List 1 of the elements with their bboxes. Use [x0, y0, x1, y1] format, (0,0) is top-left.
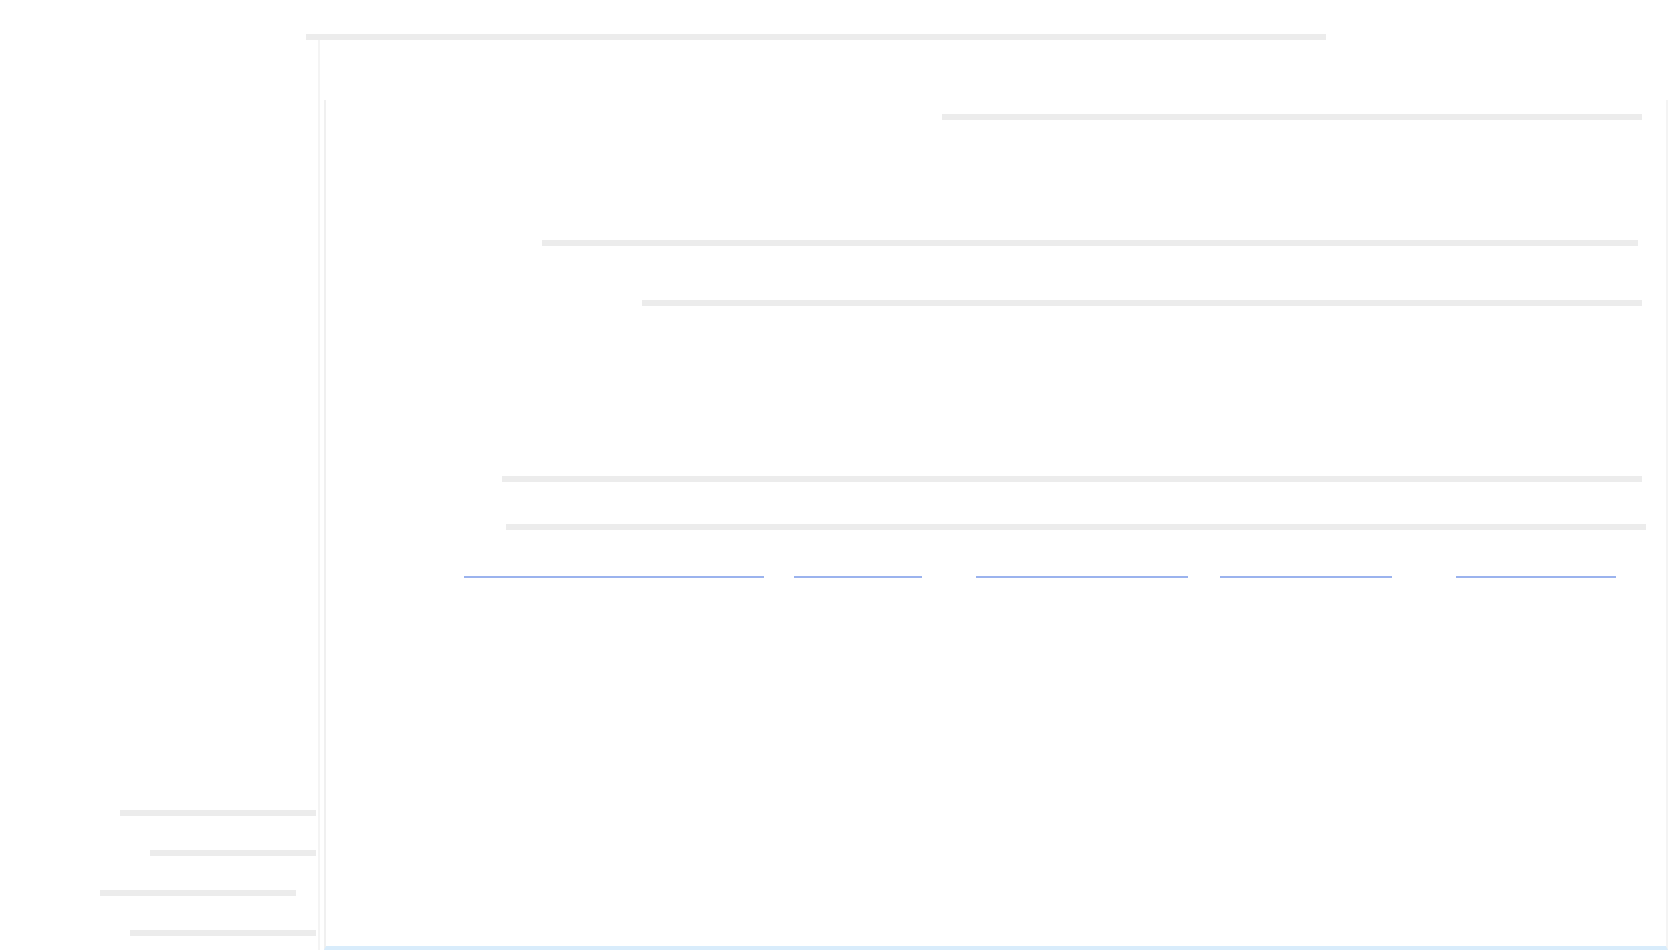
content-panel: [324, 100, 1668, 950]
